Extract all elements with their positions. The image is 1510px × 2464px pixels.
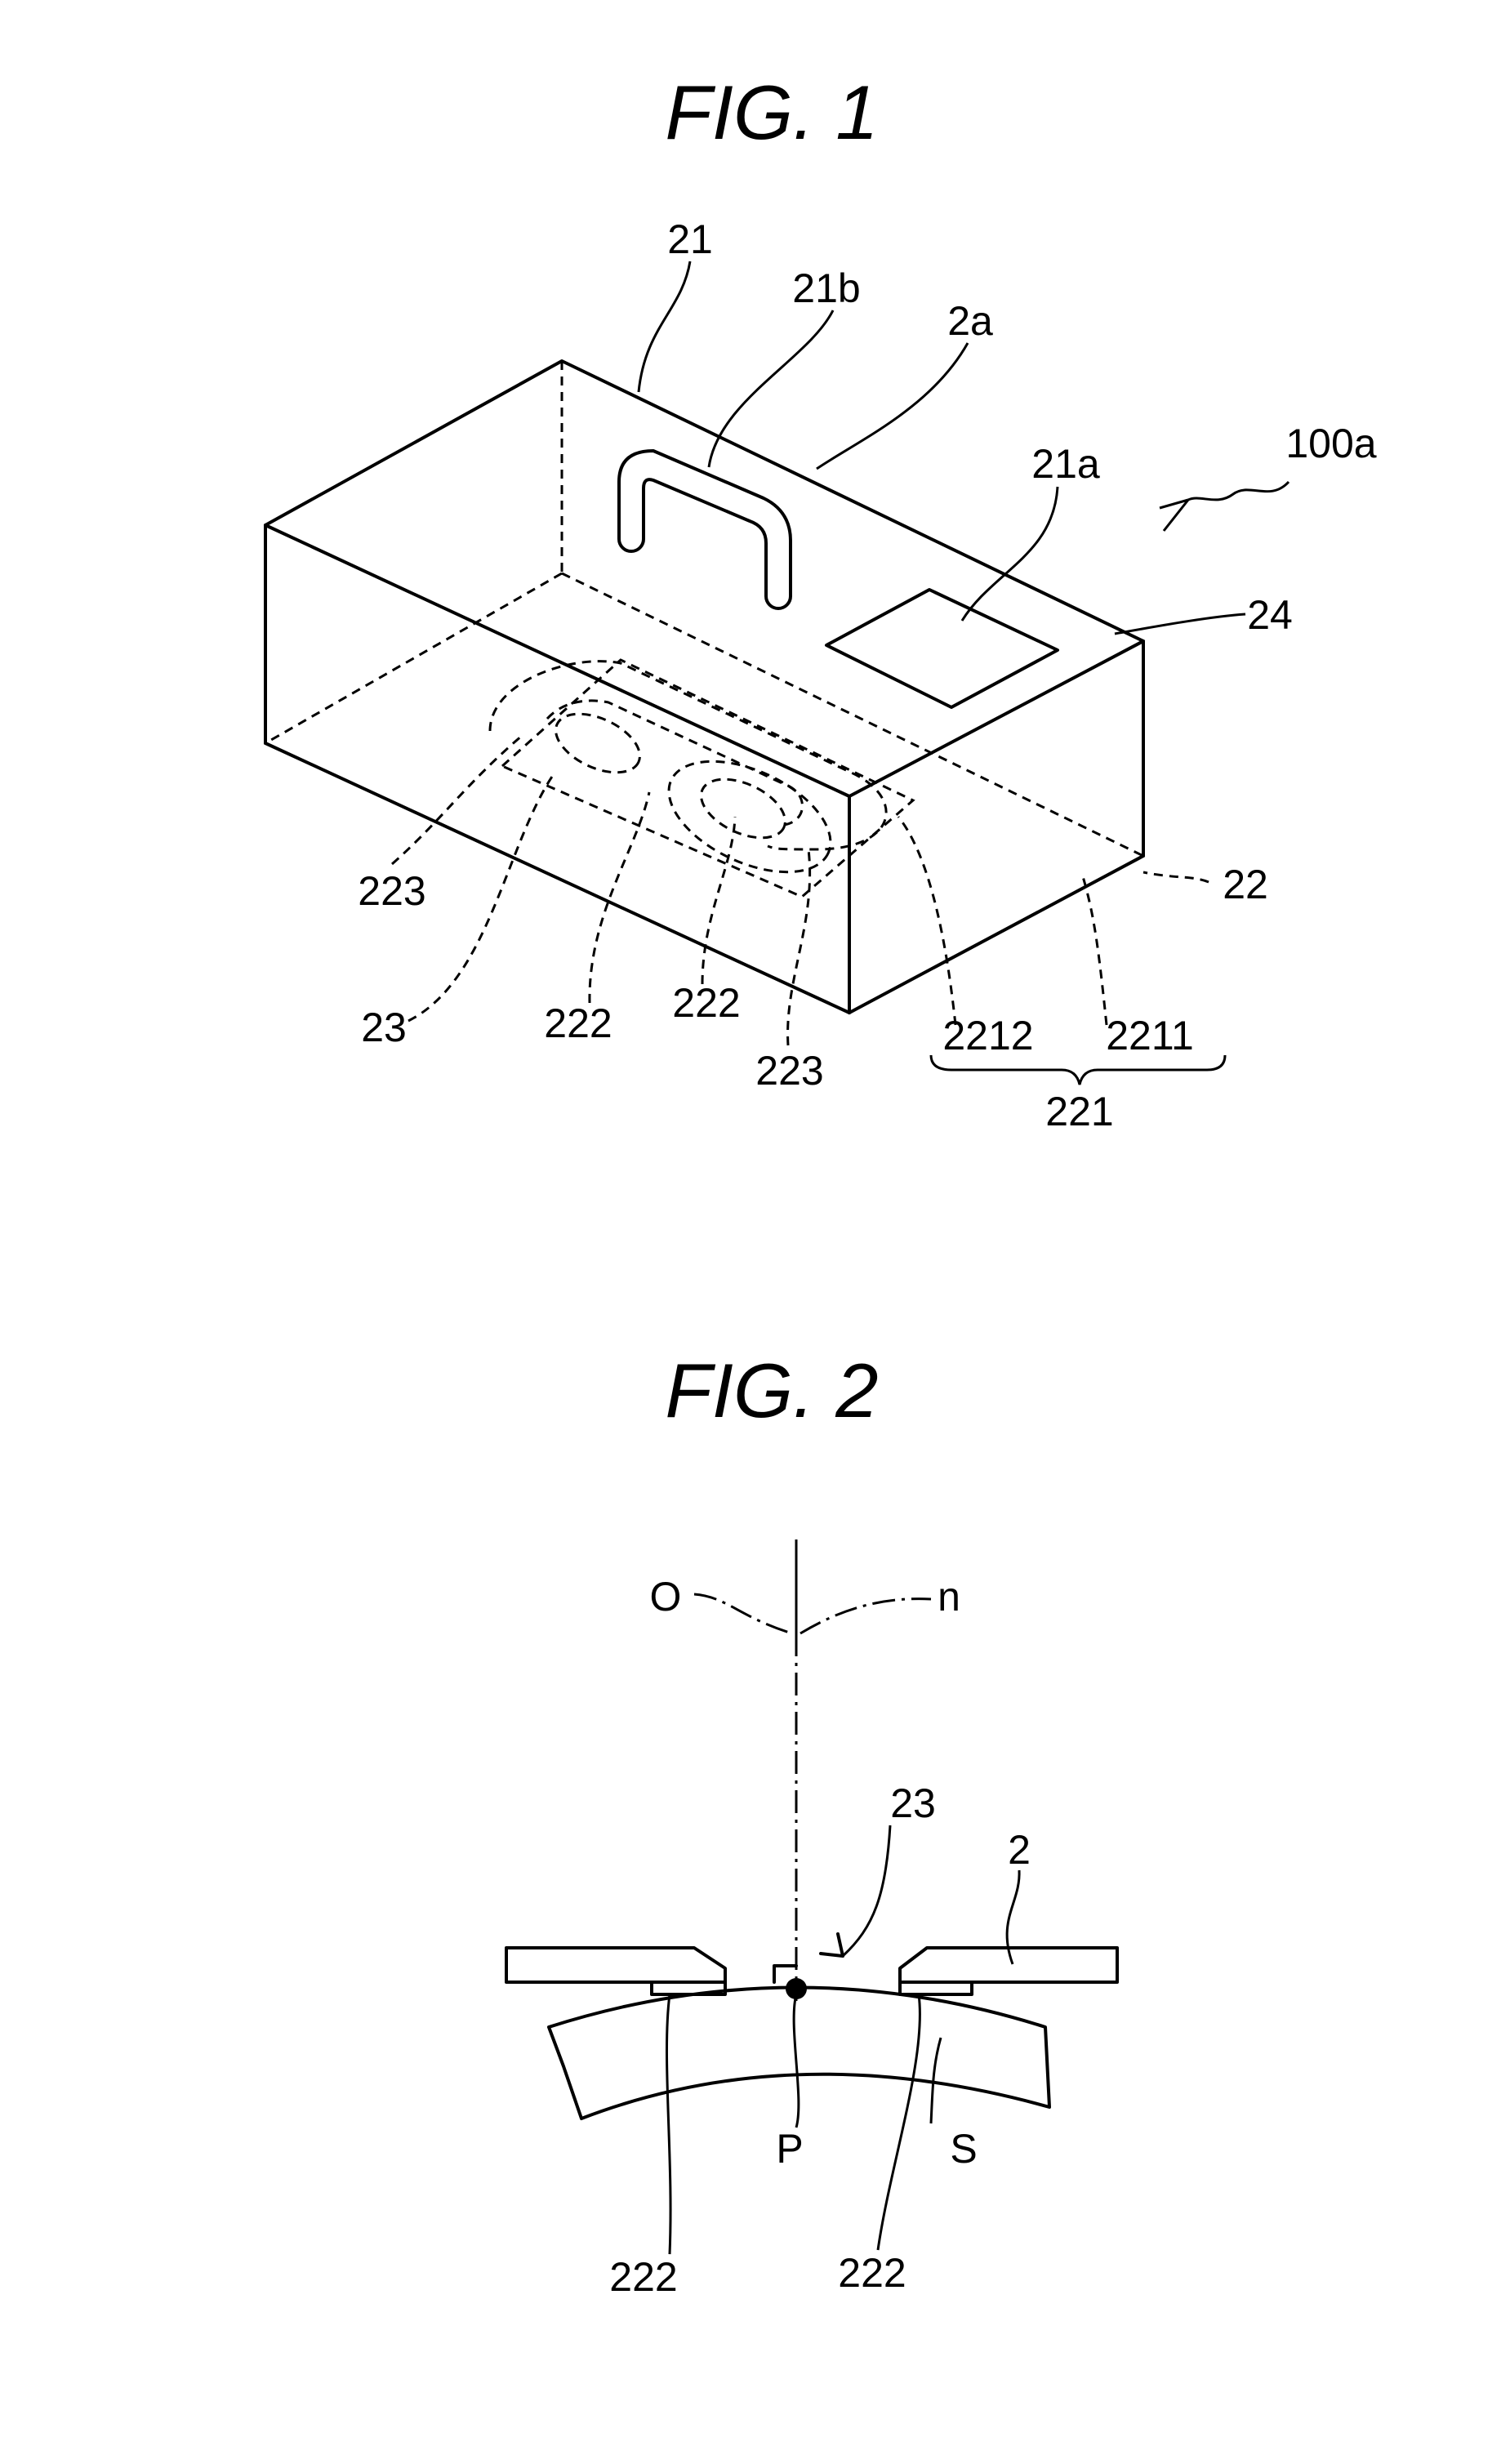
bracket-inner <box>547 701 803 825</box>
device-box <box>265 261 1289 1085</box>
label-21a: 21a <box>1031 441 1100 487</box>
label-O: O <box>650 1574 682 1620</box>
label-222-right: 222 <box>838 2250 906 2296</box>
sensor-frame <box>502 660 913 897</box>
label-221: 221 <box>1045 1089 1113 1134</box>
label-23: 23 <box>890 1780 936 1826</box>
label-23: 23 <box>361 1005 407 1050</box>
figure-2-title: FIG. 2 <box>665 1348 878 1433</box>
leader-222-right <box>878 1994 920 2250</box>
leader-O <box>694 1594 792 1633</box>
label-222-mid: 222 <box>672 980 740 1026</box>
contact-foot-right <box>900 1982 972 1994</box>
label-223-bottom: 223 <box>755 1048 823 1094</box>
leader-2 <box>1007 1870 1019 1964</box>
handle <box>619 451 791 608</box>
figure-1: FIG. 1 <box>265 69 1377 1134</box>
display-window <box>826 590 1058 707</box>
label-222-left: 222 <box>544 1000 612 1046</box>
box-top-face <box>265 361 1143 796</box>
leader-23 <box>843 1825 890 1956</box>
leader-S <box>931 2038 941 2123</box>
visible-box-outline <box>265 361 1143 1013</box>
bracket-outer <box>490 662 886 849</box>
label-2: 2 <box>1008 1827 1031 1873</box>
label-223-left: 223 <box>358 868 425 914</box>
figure-1-title: FIG. 1 <box>665 69 878 155</box>
contact-region <box>652 738 847 894</box>
label-222-left: 222 <box>609 2254 677 2300</box>
brace-221 <box>931 1055 1225 1085</box>
label-22: 22 <box>1223 862 1268 907</box>
label-n: n <box>938 1574 960 1620</box>
leader-222-left <box>666 1994 670 2254</box>
arrow-23 <box>821 1934 843 1956</box>
label-2a: 2a <box>947 298 993 344</box>
leader-n <box>800 1599 931 1633</box>
leader-P <box>794 1994 799 2128</box>
label-100a: 100a <box>1285 421 1376 466</box>
hidden-box-edges <box>265 361 1143 856</box>
figure-2: FIG. 2 O n 23 2 P S 222 <box>506 1348 1117 2300</box>
label-P: P <box>776 2126 803 2172</box>
label-2211: 2211 <box>1106 1013 1194 1058</box>
label-21: 21 <box>667 216 713 262</box>
fig1-labels: 21 21b 2a 100a 21a 24 22 223 23 222 222 … <box>358 216 1377 1134</box>
plate-left <box>506 1948 725 1982</box>
label-24: 24 <box>1247 592 1293 638</box>
label-21b: 21b <box>792 265 860 311</box>
label-S: S <box>950 2126 977 2172</box>
label-2212: 2212 <box>942 1013 1033 1058</box>
